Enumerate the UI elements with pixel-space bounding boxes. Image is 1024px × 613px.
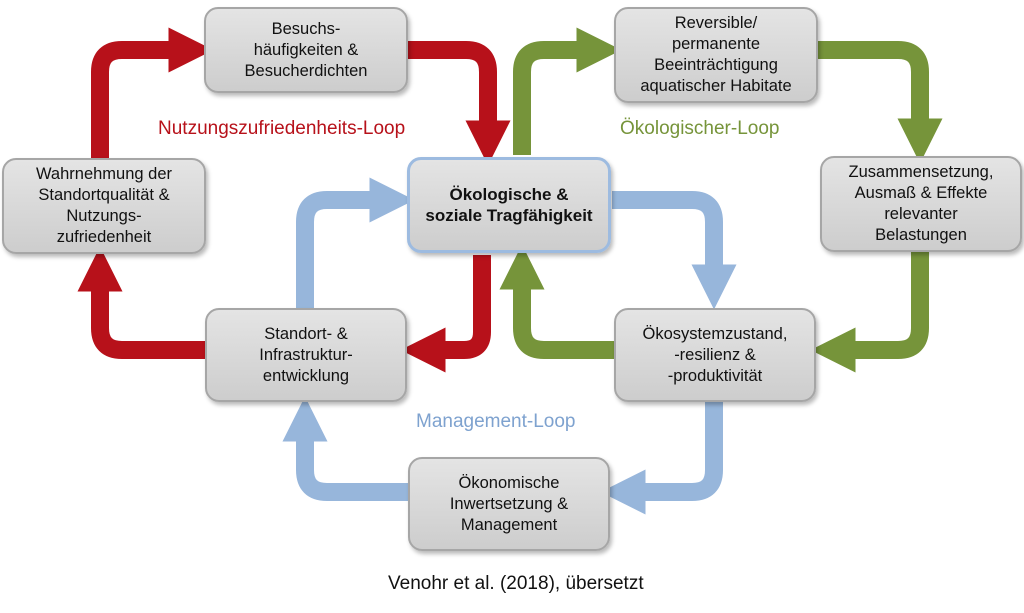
- box-habitate-text: Reversible/ permanente Beeinträchtigung …: [640, 14, 792, 95]
- arrow-reversibel-to-zusammensetzung: [818, 41, 943, 164]
- arrow-oekosystem-to-oekonomisch: [600, 402, 723, 515]
- box-besuchshaeufigkeiten: Besuchs- häufigkeiten & Besucherdichten: [204, 7, 408, 93]
- box-belastungen-text: Zusammensetzung, Ausmaß & Effekte releva…: [848, 163, 994, 244]
- arrow-wahrnehmung-to-besuch: [91, 27, 214, 158]
- arrow-zentral-to-oekosystem: [612, 191, 737, 310]
- label-nutzung-loop: Nutzungszufriedenheits-Loop: [158, 118, 406, 139]
- box-belastungen: Zusammensetzung, Ausmaß & Effekte releva…: [820, 156, 1022, 252]
- arrow-oekonomisch-to-standort: [282, 396, 408, 501]
- management-loop-arrows: [282, 177, 737, 515]
- box-inwertsetzung-text: Ökonomische Inwertsetzung & Management: [449, 473, 569, 534]
- label-oekologie-loop: Ökologischer-Loop: [620, 118, 780, 139]
- box-wahrnehmung: Wahrnehmung der Standortqualität & Nutzu…: [2, 158, 206, 254]
- box-oekosystemzustand: Ökosystemzustand, -resilienz & -produkti…: [614, 308, 816, 402]
- arrow-besuch-to-zentral: [408, 41, 511, 166]
- label-management-loop: Management-Loop: [416, 411, 576, 432]
- arrow-standort-to-wahrnehmung: [77, 246, 205, 359]
- arrow-standort-to-zentral: [296, 177, 415, 308]
- arrow-zusammensetzung-to-oekosystem: [810, 252, 929, 373]
- arrow-zentral-to-reversibel: [513, 27, 622, 155]
- oekologie-loop-arrows: [499, 27, 943, 373]
- box-standortentwicklung: Standort- & Infrastruktur- entwicklung: [205, 308, 407, 402]
- box-tragfaehigkeit-text: Ökologische & soziale Tragfähigkeit: [425, 185, 593, 225]
- arrow-zentral-to-standort: [400, 255, 491, 373]
- nutzung-loop-arrows: [77, 27, 511, 373]
- box-inwertsetzung: Ökonomische Inwertsetzung & Management: [408, 457, 610, 551]
- box-wahrnehmung-text: Wahrnehmung der Standortqualität & Nutzu…: [35, 165, 173, 246]
- box-habitate: Reversible/ permanente Beeinträchtigung …: [614, 7, 818, 103]
- box-oekosystemzustand-text: Ökosystemzustand, -resilienz & -produkti…: [642, 324, 788, 385]
- source-caption: Venohr et al. (2018), übersetzt: [388, 573, 644, 594]
- box-tragfaehigkeit: Ökologische & soziale Tragfähigkeit: [407, 157, 611, 253]
- arrow-oekosystem-to-zentral: [499, 244, 614, 359]
- box-standortentwicklung-text: Standort- & Infrastruktur- entwicklung: [259, 324, 353, 385]
- box-besuchshaeufigkeiten-text: Besuchs- häufigkeiten & Besucherdichten: [244, 19, 368, 80]
